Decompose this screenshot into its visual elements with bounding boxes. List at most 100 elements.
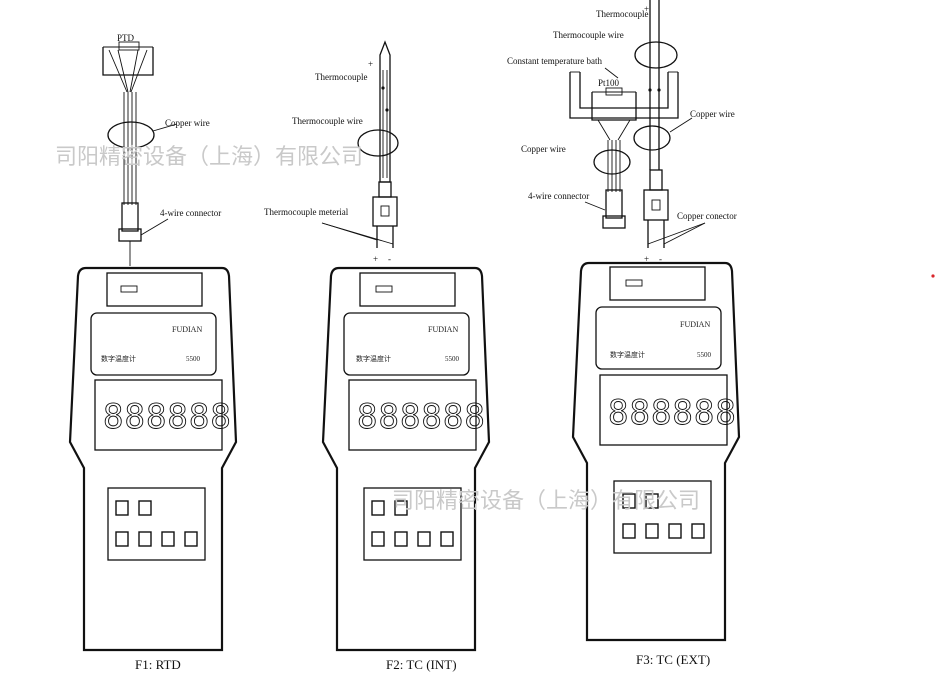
rtd-key-5[interactable] — [161, 531, 175, 547]
rtd-display — [94, 379, 223, 451]
rtd-device-title: 数字温度计 — [101, 354, 136, 363]
rtd-socket-panel — [106, 272, 203, 307]
ptd-frame — [102, 47, 154, 76]
tc-int-display-digits: 888888 — [357, 397, 486, 437]
tc-int-pin-minus: - — [388, 254, 391, 264]
connector-label: 4-wire connector — [160, 208, 221, 218]
tc-int-pin-plus: + — [373, 254, 378, 264]
tc-ext-copper-leader-r — [669, 117, 693, 133]
tc-ext-connector-neck — [649, 169, 663, 191]
tc-ext-pin-minus: - — [659, 254, 662, 264]
ptd-resistor — [118, 41, 140, 51]
tc-ext-pt100-frame — [591, 92, 637, 121]
tc-ext-thermocouple-label: Thermocouple — [596, 9, 648, 19]
tc-int-junction — [381, 86, 385, 90]
tc-ext-wire-label: Thermocouple wire — [553, 30, 624, 40]
tc-ext-copper-ellipse-l — [593, 149, 631, 175]
tc-ext-pt100-label: Pt100 — [598, 78, 620, 88]
tc-ext-display — [599, 374, 728, 446]
tc-int-material-label: Thermocouple meterial — [264, 207, 349, 217]
ptd-label: PTD — [117, 33, 135, 43]
tc-ext-socket — [625, 279, 643, 287]
tc-ext-key-4[interactable] — [645, 523, 659, 539]
tc-int-device-title: 数字温度计 — [356, 354, 391, 363]
rtd-label-panel — [90, 312, 217, 376]
tc-ext-key-1[interactable] — [622, 493, 636, 509]
tc-ext-pin-plus: + — [644, 254, 649, 264]
copper-wire-ellipse — [107, 121, 155, 149]
tc-ext-usb-body — [605, 189, 623, 219]
tc-int-keypad — [363, 487, 462, 561]
tc-int-caption: F2: TC (INT) — [386, 657, 457, 672]
rtd-key-1[interactable] — [115, 500, 129, 516]
rtd-display-digits: 888888 — [103, 397, 232, 437]
copper-wire-leader — [152, 123, 178, 132]
tc-ext-copper-ellipse-r — [633, 125, 671, 151]
tc-int-junction-2 — [385, 108, 389, 112]
tc-ext-connector-leader — [584, 201, 606, 211]
tc-ext-pins — [647, 220, 665, 248]
tc-int-thermocouple-label: Thermocouple — [315, 72, 367, 82]
tc-int-key-2[interactable] — [394, 500, 408, 516]
tc-ext-connector-window — [651, 199, 661, 211]
tc-ext-key-2[interactable] — [645, 493, 659, 509]
figure-tc-ext: Thermocouple Thermocouple wire Constant … — [507, 0, 741, 667]
tc-ext-probe-wires — [649, 0, 660, 170]
ptd-fan-wires — [108, 49, 148, 93]
tc-ext-bath-leader — [604, 67, 619, 79]
tc-ext-copper-label-r: Copper wire — [690, 109, 735, 119]
tc-ext-copper-label-l: Copper wire — [521, 144, 566, 154]
tc-int-key-6[interactable] — [440, 531, 454, 547]
tc-ext-caption: F3: TC (EXT) — [636, 652, 710, 667]
rtd-model: 5500 — [186, 355, 201, 363]
tc-int-key-4[interactable] — [394, 531, 408, 547]
tc-int-model: 5500 — [445, 355, 460, 363]
copper-wire-label: Copper wire — [165, 118, 210, 128]
tc-ext-copper-cable — [607, 140, 621, 192]
tc-ext-bath-inner — [579, 72, 669, 109]
tc-int-pins — [376, 226, 394, 248]
watermark-top: 司阳精密设备（上海）有限公司 — [55, 145, 363, 170]
tc-int-key-1[interactable] — [371, 500, 385, 516]
tc-ext-label-panel — [595, 306, 722, 370]
tc-int-wire-label: Thermocouple wire — [292, 116, 363, 126]
tc-ext-key-5[interactable] — [668, 523, 682, 539]
tc-int-label-panel — [343, 312, 470, 376]
tc-ext-bath-label: Constant temperature bath — [507, 56, 602, 66]
tc-int-wire-ellipse — [357, 129, 399, 157]
tc-int-socket — [375, 285, 393, 293]
tc-int-probe — [379, 40, 391, 183]
tc-int-material-leader-2 — [321, 222, 394, 245]
rtd-socket — [120, 285, 138, 293]
tc-ext-socket-panel — [609, 266, 706, 301]
tc-ext-plus-top: + — [644, 4, 649, 14]
figure-rtd: PTD Copper wire 4-wire connector FUDIAN … — [68, 33, 238, 672]
tc-ext-key-6[interactable] — [691, 523, 705, 539]
rtd-key-4[interactable] — [138, 531, 152, 547]
tc-int-brand: FUDIAN — [428, 325, 458, 334]
rtd-brand: FUDIAN — [172, 325, 202, 334]
tc-int-display — [348, 379, 477, 451]
tc-ext-connector — [643, 189, 669, 221]
watermark-bottom: 司阳精密设备（上海）有限公司 — [392, 489, 700, 514]
red-dot — [931, 274, 935, 278]
tc-int-connector-window — [380, 205, 390, 217]
tc-int-connector-neck — [378, 181, 392, 198]
tc-ext-usb-plug — [602, 215, 626, 229]
tc-ext-key-3[interactable] — [622, 523, 636, 539]
rtd-key-6[interactable] — [184, 531, 198, 547]
tc-ext-model: 5500 — [697, 351, 712, 359]
tc-ext-wire-ellipse — [634, 41, 678, 69]
usb-connector-body — [121, 202, 139, 232]
rtd-key-3[interactable] — [115, 531, 129, 547]
tc-int-key-3[interactable] — [371, 531, 385, 547]
tc-int-socket-panel — [359, 272, 456, 307]
rtd-key-2[interactable] — [138, 500, 152, 516]
tc-ext-copper-connector-label: Copper conector — [677, 211, 737, 221]
figure-tc-int: + Thermocouple Thermocouple wire Thermoc… — [264, 40, 491, 672]
tc-ext-bath-outer — [569, 72, 679, 119]
tc-int-key-5[interactable] — [417, 531, 431, 547]
tc-ext-cc-leader-1 — [647, 222, 706, 245]
tc-int-connector — [372, 196, 398, 227]
